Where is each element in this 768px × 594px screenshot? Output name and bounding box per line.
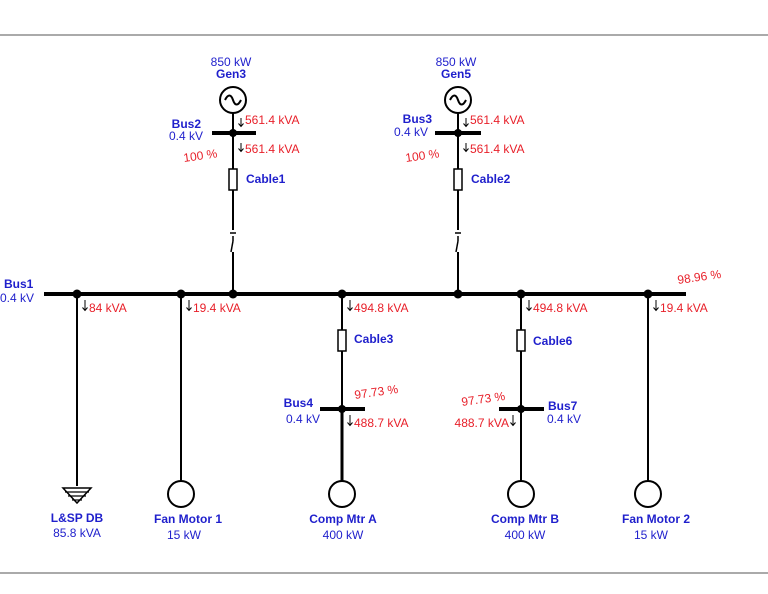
bus4-voltage-pct: 97.73 % [353, 382, 399, 402]
bus4-name: Bus4 [284, 396, 314, 410]
bus3-name: Bus3 [403, 112, 433, 126]
gen5-name: Gen5 [441, 67, 471, 81]
gen3-generator-icon[interactable] [219, 86, 247, 114]
cable3-icon[interactable] [337, 329, 347, 352]
cable3-label: Cable3 [354, 332, 394, 346]
cable6-flow: 494.8 kVA [533, 301, 587, 315]
comp-a-name: Comp Mtr A [309, 512, 377, 526]
gen3-flow-arrow [238, 118, 244, 128]
gen5-flow: 561.4 kVA [470, 113, 524, 127]
bus2-voltage-pct: 100 % [182, 146, 218, 165]
fan2-name: Fan Motor 2 [622, 512, 690, 526]
bus2-kv: 0.4 kV [169, 129, 203, 143]
bus7-kv: 0.4 kV [547, 412, 581, 426]
fan1-flow-arrow [186, 300, 192, 312]
comp-b-flow-arrow [510, 415, 516, 427]
fan2-flow: 19.4 kVA [660, 301, 708, 315]
gen3-name: Gen3 [216, 67, 246, 81]
fan2-rating: 15 kW [634, 528, 669, 542]
bus7-name: Bus7 [548, 399, 578, 413]
fan1-flow: 19.4 kVA [193, 301, 241, 315]
bus3-voltage-pct: 100 % [404, 146, 440, 165]
bus7-voltage-pct: 97.73 % [460, 389, 506, 409]
fan1-rating: 15 kW [167, 528, 202, 542]
gen3-rating: 850 kW [211, 55, 252, 69]
fan2-flow-arrow [653, 300, 659, 312]
cable1-label: Cable1 [246, 172, 286, 186]
cable1-flow: 561.4 kVA [245, 142, 299, 156]
cable1-icon[interactable] [228, 168, 238, 191]
comp-a-flow: 488.7 kVA [354, 416, 408, 430]
cable2-flow-arrow [463, 143, 469, 153]
bus4-kv: 0.4 kV [286, 412, 320, 426]
bus1-kv: 0.4 kV [0, 291, 34, 305]
lsp-flow: 84 kVA [89, 301, 127, 315]
comp-b-name: Comp Mtr B [491, 512, 559, 526]
fan-motor-2-icon[interactable] [634, 480, 662, 508]
cable2-label: Cable2 [471, 172, 511, 186]
bus2-node [229, 129, 237, 137]
cable6-flow-arrow [526, 300, 532, 312]
cable6-label: Cable6 [533, 334, 573, 348]
lsp-flow-arrow [82, 300, 88, 312]
comp-b-flow: 488.7 kVA [455, 416, 509, 430]
cable1-flow-arrow [238, 143, 244, 153]
cable3-flow: 494.8 kVA [354, 301, 408, 315]
bus3-kv: 0.4 kV [394, 125, 428, 139]
gen3-flow: 561.4 kVA [245, 113, 299, 127]
cable2-flow: 561.4 kVA [470, 142, 524, 156]
bus1-voltage-pct: 98.96 % [676, 267, 722, 287]
cable3-flow-arrow [347, 300, 353, 312]
gen5-rating: 850 kW [436, 55, 477, 69]
comp-a-flow-arrow [347, 415, 353, 427]
ground-icon[interactable] [61, 487, 93, 505]
comp-mtr-a-icon[interactable] [328, 480, 356, 508]
gen5-generator-icon[interactable] [444, 86, 472, 114]
fan-motor-1-icon[interactable] [167, 480, 195, 508]
gen5-breaker-icon[interactable] [455, 232, 461, 253]
cable2-icon[interactable] [453, 168, 463, 191]
node-gen5 [453, 289, 463, 299]
cable6-icon[interactable] [516, 329, 526, 352]
comp-a-rating: 400 kW [323, 528, 364, 542]
node-gen3 [228, 289, 238, 299]
lsp-rating: 85.8 kVA [53, 526, 101, 540]
bus2-name: Bus2 [172, 117, 202, 131]
bus1-name: Bus1 [4, 277, 34, 291]
lsp-name: L&SP DB [51, 511, 104, 525]
bus3-node [454, 129, 462, 137]
gen3-breaker-icon[interactable] [230, 232, 236, 253]
comp-b-rating: 400 kW [505, 528, 546, 542]
fan1-name: Fan Motor 1 [154, 512, 222, 526]
gen5-flow-arrow [463, 118, 469, 128]
comp-mtr-b-icon[interactable] [507, 480, 535, 508]
